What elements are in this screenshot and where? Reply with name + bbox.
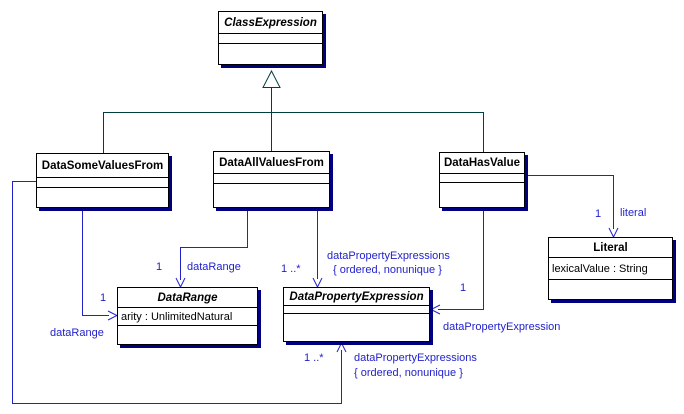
generalization-line [271, 88, 272, 112]
role-label: dataRange [187, 261, 241, 273]
association-line [180, 247, 248, 248]
role-label: dataPropertyExpressions [354, 352, 477, 364]
association-line [483, 208, 484, 310]
class-box-datahasvalue: DataHasValue [439, 152, 525, 208]
role-label: dataPropertyExpressions [327, 250, 450, 262]
open-arrowhead-icon [430, 304, 441, 315]
role-label: dataRange [50, 327, 104, 339]
class-box-datapropertyexpression: DataPropertyExpression [283, 287, 430, 342]
attributes-compartment [37, 178, 168, 188]
operations-compartment [440, 183, 524, 207]
class-name: DataRange [118, 288, 257, 308]
operations-compartment [284, 314, 429, 341]
class-box-literal: Literal lexicalValue : String [548, 237, 673, 300]
operations-compartment [214, 184, 329, 207]
association-line [12, 181, 36, 182]
attributes-compartment [284, 306, 429, 314]
attribute-text: arity : UnlimitedNatural [121, 310, 233, 323]
generalization-line [483, 112, 484, 152]
association-line [317, 208, 318, 279]
class-name: DataAllValuesFrom [214, 152, 329, 174]
open-arrowhead-icon [336, 342, 347, 353]
association-line [12, 403, 342, 404]
generalization-line [103, 112, 484, 113]
multiplicity-label: 1 [595, 208, 602, 220]
association-line [613, 175, 614, 229]
association-line [247, 208, 248, 248]
association-line [438, 309, 484, 310]
operations-compartment [118, 326, 257, 344]
operations-compartment [37, 188, 168, 207]
generalization-line [271, 112, 272, 151]
association-line [525, 175, 614, 176]
class-box-dataallvaluesfrom: DataAllValuesFrom [213, 151, 330, 208]
class-name: DataPropertyExpression [284, 288, 429, 306]
attributes-compartment: lexicalValue : String [549, 258, 672, 280]
association-line [12, 181, 13, 403]
class-name: ClassExpression [219, 12, 322, 34]
role-label: literal [620, 207, 647, 219]
class-name: DataHasValue [440, 153, 524, 174]
association-line [180, 247, 181, 280]
attributes-compartment: arity : UnlimitedNatural [118, 308, 257, 326]
constraint-label: { ordered, nonunique } [333, 264, 442, 276]
role-label: dataPropertyExpression [443, 321, 561, 333]
constraint-label: { ordered, nonunique } [354, 367, 463, 379]
attribute-text: lexicalValue : String [552, 262, 648, 275]
class-box-classexpression: ClassExpression [218, 11, 323, 65]
generalization-line [103, 112, 104, 153]
multiplicity-label: 1 [156, 261, 163, 273]
attributes-compartment [440, 174, 524, 183]
multiplicity-label: 1 [460, 282, 467, 294]
class-name: Literal [549, 238, 672, 258]
association-line [82, 208, 83, 315]
operations-compartment [219, 44, 322, 64]
class-box-datarange: DataRange arity : UnlimitedNatural [117, 287, 258, 345]
association-line [341, 350, 342, 403]
multiplicity-label: 1 ..* [281, 263, 301, 275]
multiplicity-label: 1 ..* [304, 352, 324, 364]
association-line [82, 315, 109, 316]
class-box-datasomevaluesfrom: DataSomeValuesFrom [36, 153, 169, 208]
class-name: DataSomeValuesFrom [37, 154, 168, 178]
hollow-triangle-arrowhead-icon [262, 70, 281, 88]
attributes-compartment [219, 34, 322, 44]
operations-compartment [549, 280, 672, 299]
attributes-compartment [214, 174, 329, 184]
multiplicity-label: 1 [100, 292, 107, 304]
